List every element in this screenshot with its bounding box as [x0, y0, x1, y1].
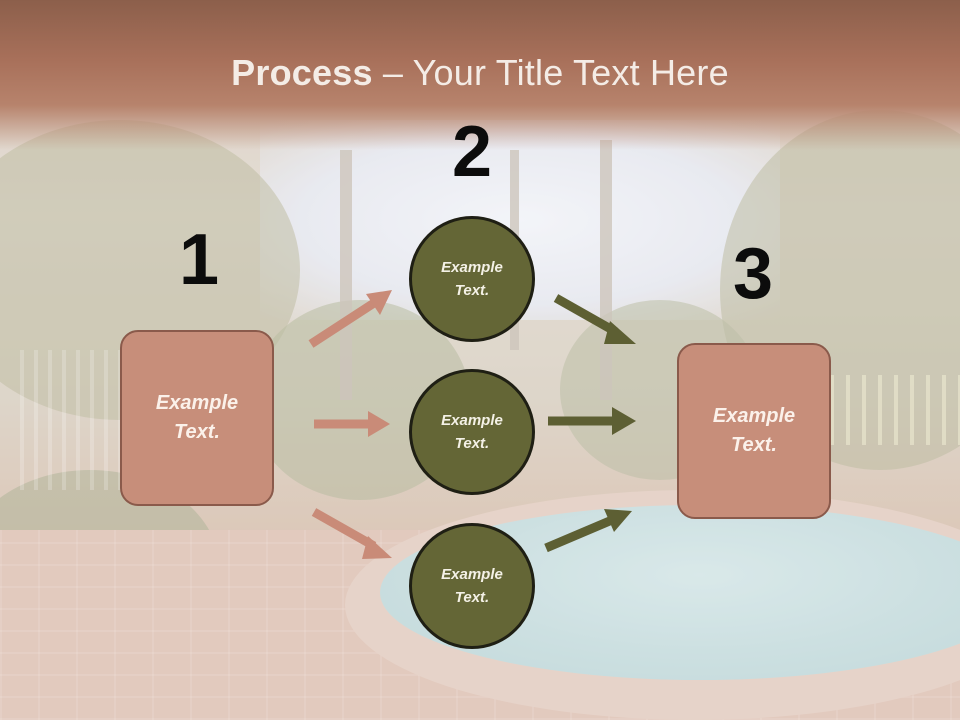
arrow-to-circle-3	[311, 508, 392, 559]
title-bold: Process	[231, 52, 373, 93]
palm-trunk	[340, 150, 352, 400]
process-circle-2: Example Text.	[409, 369, 535, 495]
circle-text: Example Text.	[441, 566, 503, 606]
slide-title: Process – Your Title Text Here	[0, 52, 960, 94]
fence	[830, 375, 960, 445]
title-band	[0, 0, 960, 150]
box-text: Example Text.	[155, 392, 239, 443]
step-box-right: Example Text.	[677, 343, 831, 519]
process-circle-3: Example Text.	[409, 523, 535, 649]
box-text: Example Text.	[712, 405, 796, 456]
arrow-to-circle-1	[308, 290, 392, 348]
arrow-from-circle-2	[548, 407, 636, 435]
step-number-1: 1	[178, 220, 220, 300]
arrow-to-circle-2	[314, 411, 390, 437]
step-box-left: Example Text.	[120, 330, 274, 506]
arrow-from-circle-1	[553, 294, 636, 344]
process-circle-1: Example Text.	[409, 216, 535, 342]
step-number-3: 3	[732, 234, 774, 314]
title-rest: – Your Title Text Here	[372, 52, 729, 93]
circle-text: Example Text.	[441, 259, 503, 299]
circle-text: Example Text.	[441, 412, 503, 452]
arrow-from-circle-3	[544, 509, 632, 553]
step-number-2: 2	[451, 112, 493, 192]
